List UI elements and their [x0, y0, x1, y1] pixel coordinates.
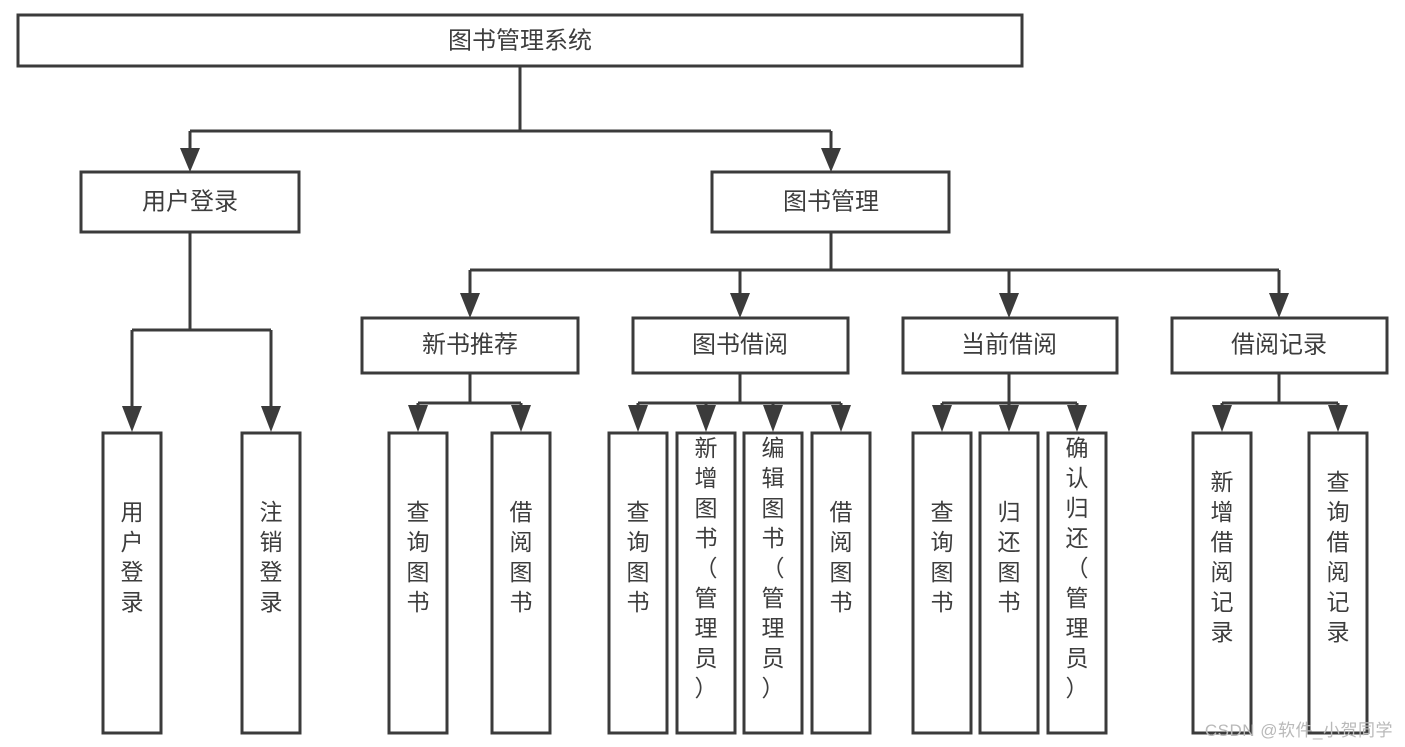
node-leaf-logout-login[interactable]: 注销登录: [240, 431, 302, 735]
node-leaf-return-book-box[interactable]: [978, 431, 1040, 735]
arrow-to-book-borrow: [730, 293, 750, 318]
node-leaf-add-record-label: 新增借阅记录: [1211, 469, 1234, 645]
node-borrow-record-label: 借阅记录: [1231, 331, 1327, 358]
node-leaf-add-book-label: 新增图书（管理员）: [695, 435, 718, 701]
arrow-to-confirm-return: [1067, 405, 1087, 432]
node-leaf-edit-book-box[interactable]: [742, 431, 804, 735]
node-leaf-query-book-a-label: 查询图书: [407, 499, 430, 615]
arrow-to-user-login: [180, 148, 200, 172]
node-new-book-recommend-box[interactable]: [360, 316, 580, 375]
node-new-book-recommend[interactable]: 新书推荐: [360, 316, 580, 375]
node-leaf-query-book-a[interactable]: 查询图书: [387, 431, 449, 735]
node-new-book-recommend-label: 新书推荐: [422, 331, 518, 358]
arrow-to-borrow-book-b: [831, 405, 851, 432]
node-leaf-query-book-b[interactable]: 查询图书: [607, 431, 669, 735]
node-book-borrow-box[interactable]: [631, 316, 850, 375]
node-leaf-confirm-return[interactable]: 确认归还（管理员）: [1046, 431, 1108, 735]
node-current-borrow-label: 当前借阅: [961, 331, 1057, 358]
node-borrow-record-box[interactable]: [1170, 316, 1389, 375]
arrow-to-leaf-user-login: [122, 406, 142, 432]
node-leaf-edit-book-label: 编辑图书（管理员）: [762, 435, 785, 701]
node-leaf-confirm-return-label: 确认归还（管理员）: [1066, 435, 1089, 701]
node-leaf-add-record[interactable]: 新增借阅记录: [1191, 431, 1253, 735]
arrow-to-add-record: [1212, 405, 1232, 432]
node-borrow-record[interactable]: 借阅记录: [1170, 316, 1389, 375]
arrow-to-book-mgmt: [821, 148, 841, 172]
node-leaf-query-book-c-label: 查询图书: [931, 499, 954, 615]
node-current-borrow[interactable]: 当前借阅: [901, 316, 1119, 375]
node-leaf-add-record-box[interactable]: [1191, 431, 1253, 735]
node-user-login-label: 用户登录: [142, 188, 238, 215]
node-leaf-query-record-label: 查询借阅记录: [1327, 469, 1350, 645]
arrow-to-borrow-book-a: [511, 405, 531, 432]
node-current-borrow-box[interactable]: [901, 316, 1119, 375]
arrow-to-borrow-record: [1269, 293, 1289, 318]
node-leaf-query-record[interactable]: 查询借阅记录: [1307, 431, 1369, 735]
node-leaf-edit-book[interactable]: 编辑图书（管理员）: [742, 431, 804, 735]
node-leaf-query-book-c[interactable]: 查询图书: [911, 431, 973, 735]
node-user-login-box[interactable]: [79, 170, 301, 234]
node-book-management-label: 图书管理: [783, 188, 879, 215]
node-leaf-logout-login-label: 注销登录: [260, 499, 283, 615]
node-leaf-return-book[interactable]: 归还图书: [978, 431, 1040, 735]
node-user-login[interactable]: 用户登录: [79, 170, 301, 234]
arrow-to-edit-book: [763, 405, 783, 432]
node-leaf-confirm-return-box[interactable]: [1046, 431, 1108, 735]
node-book-borrow-label: 图书借阅: [692, 331, 788, 358]
arrow-to-query-record: [1328, 405, 1348, 432]
node-leaf-borrow-book-b-label: 借阅图书: [830, 499, 853, 615]
node-leaf-add-book[interactable]: 新增图书（管理员）: [675, 431, 737, 735]
arrow-to-add-book: [696, 405, 716, 432]
arrow-to-current-borrow: [999, 293, 1019, 318]
node-leaf-borrow-book-a-box[interactable]: [490, 431, 552, 735]
arrow-to-return-book: [999, 405, 1019, 432]
node-book-borrow[interactable]: 图书借阅: [631, 316, 850, 375]
node-root-label: 图书管理系统: [448, 27, 592, 54]
node-leaf-add-book-box[interactable]: [675, 431, 737, 735]
node-leaf-query-book-b-label: 查询图书: [627, 499, 650, 615]
node-leaf-query-book-b-box[interactable]: [607, 431, 669, 735]
arrow-to-query-book-c: [932, 405, 952, 432]
node-leaf-logout-login-box[interactable]: [240, 431, 302, 735]
arrow-to-leaf-logout-login: [261, 406, 281, 432]
node-leaf-borrow-book-a-label: 借阅图书: [510, 499, 533, 615]
node-root[interactable]: 图书管理系统: [16, 13, 1024, 68]
arrow-to-query-book-a: [408, 405, 428, 432]
connector-layer: [122, 66, 1348, 432]
node-leaf-borrow-book-a[interactable]: 借阅图书: [490, 431, 552, 735]
arrow-to-new-book-rec: [460, 293, 480, 318]
node-root-box[interactable]: [16, 13, 1024, 68]
node-leaf-user-login[interactable]: 用户登录: [101, 431, 163, 735]
node-leaf-user-login-box[interactable]: [101, 431, 163, 735]
arrow-to-query-book-b: [628, 405, 648, 432]
node-leaf-borrow-book-b[interactable]: 借阅图书: [810, 431, 872, 735]
node-leaf-query-book-a-box[interactable]: [387, 431, 449, 735]
node-leaf-user-login-label: 用户登录: [121, 499, 144, 615]
node-book-management-box[interactable]: [710, 170, 951, 234]
node-leaf-query-record-box[interactable]: [1307, 431, 1369, 735]
node-leaf-query-book-c-box[interactable]: [911, 431, 973, 735]
node-leaf-return-book-label: 归还图书: [998, 499, 1021, 615]
node-leaf-borrow-book-b-box[interactable]: [810, 431, 872, 735]
node-book-management[interactable]: 图书管理: [710, 170, 951, 234]
